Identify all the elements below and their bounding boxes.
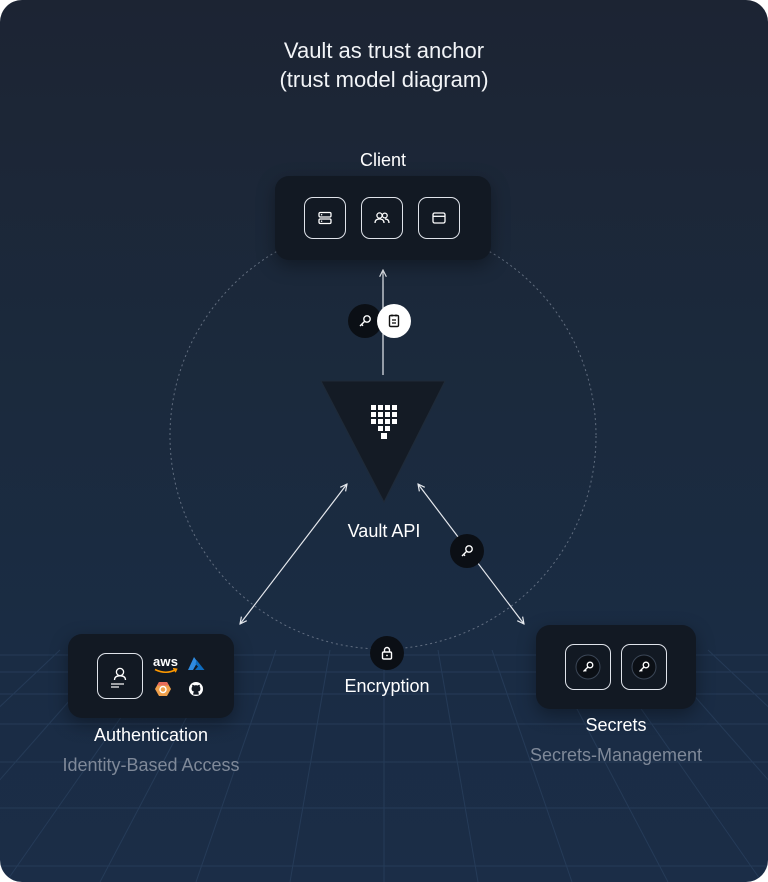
- client-label: Client: [359, 150, 407, 170]
- encryption-label: Encryption: [344, 676, 430, 696]
- diagram-title-line2: (trust model diagram): [279, 67, 489, 92]
- aws-logo-text: aws: [153, 654, 179, 669]
- server-icon: [304, 197, 346, 239]
- azure-logo-icon: [186, 656, 206, 672]
- trust-orbit: [169, 222, 597, 650]
- secrets-sublabel: Secrets-Management: [529, 745, 703, 765]
- secrets-panel: [536, 625, 696, 709]
- vault-logo-icon: [370, 405, 398, 439]
- lock-icon: [370, 636, 404, 670]
- vault-triangle: [320, 380, 446, 504]
- users-icon: [361, 197, 403, 239]
- arrow-auth-vault: [240, 484, 347, 624]
- diagram-title-line1: Vault as trust anchor: [283, 38, 485, 63]
- client-panel: [275, 176, 491, 260]
- secret-key-icon: [621, 644, 667, 690]
- diagram-title: Vault as trust anchor (trust model diagr…: [0, 36, 768, 94]
- authentication-sublabel: Identity-Based Access: [62, 755, 240, 775]
- secret-key-icon: [565, 644, 611, 690]
- authentication-panel: aws: [68, 634, 234, 718]
- user-id-card-icon: [97, 653, 143, 699]
- key-icon: [450, 534, 484, 568]
- authentication-label: Authentication: [93, 725, 209, 745]
- aws-logo-icon: aws: [153, 654, 179, 676]
- gcp-logo-icon: [154, 681, 172, 697]
- browser-window-icon: [418, 197, 460, 239]
- key-icon: [348, 304, 382, 338]
- github-logo-icon: [188, 681, 204, 697]
- secrets-label: Secrets: [585, 715, 647, 735]
- vault-api-label: Vault API: [347, 521, 421, 541]
- token-document-icon: [377, 304, 411, 338]
